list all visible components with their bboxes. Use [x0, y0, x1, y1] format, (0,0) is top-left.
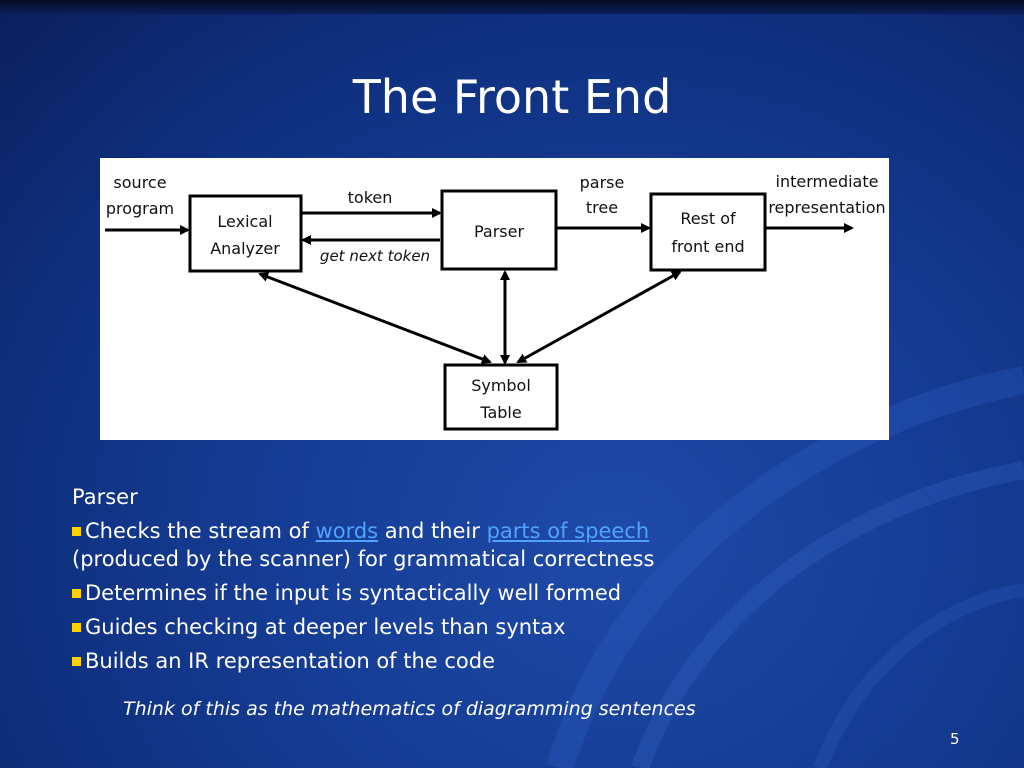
parts-of-speech-link[interactable]: parts of speech	[486, 519, 650, 543]
parser-description: Parser Checks the stream of words and th…	[72, 480, 972, 678]
bullet-square-icon	[72, 623, 81, 632]
svg-text:Lexical: Lexical	[217, 212, 272, 231]
footnote-italic: Think of this as the mathematics of diag…	[123, 698, 696, 720]
front-end-diagram: Lexical Analyzer Parser Rest of front en…	[100, 158, 889, 440]
svg-text:Analyzer: Analyzer	[210, 239, 280, 258]
svg-text:Rest of: Rest of	[680, 209, 736, 228]
bullet-item: Checks the stream of words and their par…	[72, 514, 972, 548]
bullet-item: Builds an IR representation of the code	[72, 644, 972, 678]
bullet-item: Determines if the input is syntactically…	[72, 576, 972, 610]
svg-text:Symbol: Symbol	[471, 376, 531, 395]
label-get-next-token: get next token	[320, 247, 430, 265]
node-lexical-analyzer: Lexical Analyzer	[188, 194, 303, 273]
node-rest-of-front-end: Rest of front end	[649, 192, 767, 272]
svg-text:tree: tree	[586, 198, 618, 217]
words-link[interactable]: words	[315, 519, 379, 543]
svg-text:representation: representation	[768, 198, 885, 217]
svg-text:Table: Table	[479, 403, 521, 422]
svg-text:source: source	[113, 173, 166, 192]
label-source-program: source program	[106, 173, 174, 218]
bullet-square-icon	[72, 589, 81, 598]
bullet-continuation: (produced by the scanner) for grammatica…	[72, 547, 655, 571]
svg-text:parse: parse	[580, 173, 625, 192]
label-intermediate-representation: intermediate representation	[768, 172, 885, 217]
svg-text:front end: front end	[671, 237, 744, 256]
node-symbol-table: Symbol Table	[443, 363, 559, 431]
top-dark-band	[0, 0, 1024, 14]
arrow-rest-symbol	[516, 270, 682, 364]
arrow-lexical-symbol	[258, 272, 492, 364]
svg-text:program: program	[106, 199, 174, 218]
node-parser: Parser	[440, 189, 558, 271]
parser-heading: Parser	[72, 485, 138, 509]
label-parse-tree: parse tree	[580, 173, 625, 217]
bullet-square-icon	[72, 657, 81, 666]
slide-title: The Front End	[352, 70, 672, 124]
bullet-square-icon	[72, 527, 81, 536]
svg-text:intermediate: intermediate	[776, 172, 879, 191]
bullet-item: Guides checking at deeper levels than sy…	[72, 610, 972, 644]
page-number: 5	[950, 730, 960, 748]
label-token: token	[348, 188, 393, 207]
svg-text:Parser: Parser	[474, 222, 524, 241]
